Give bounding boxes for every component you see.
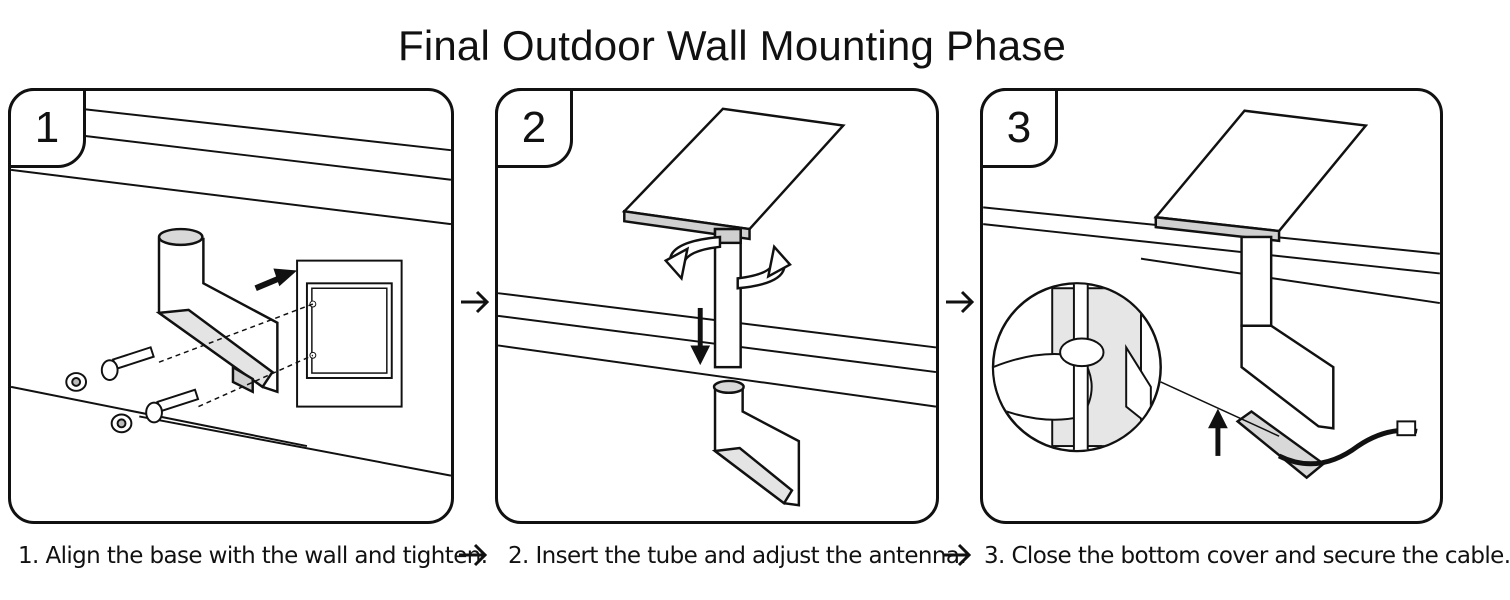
step-3-caption: 3. Close the bottom cover and secure the… bbox=[984, 543, 1510, 569]
step-3-number-badge: 3 bbox=[980, 88, 1058, 168]
arrow-right-icon bbox=[946, 290, 975, 314]
caption-arrow-icon bbox=[459, 543, 488, 567]
step-3-illustration bbox=[983, 109, 1440, 480]
caption-arrow-icon bbox=[943, 543, 972, 567]
mounted-base bbox=[1240, 235, 1335, 430]
mount-base bbox=[155, 227, 279, 394]
rotation-arrows bbox=[663, 235, 792, 290]
step-1-caption: 1. Align the base with the wall and tigh… bbox=[18, 543, 488, 569]
step-2-number-badge: 2 bbox=[495, 88, 573, 168]
wall-plate bbox=[296, 259, 403, 408]
step-2-caption: 2. Insert the tube and adjust the antenn… bbox=[508, 543, 967, 569]
step-2-panel: 2 bbox=[495, 88, 939, 524]
step-1-panel: 1 bbox=[8, 88, 454, 524]
step-1-number-badge: 1 bbox=[8, 88, 86, 168]
antenna-panel bbox=[621, 107, 846, 241]
step-3-panel: 3 bbox=[980, 88, 1443, 524]
screws bbox=[65, 346, 200, 434]
mount-base bbox=[711, 379, 801, 507]
antenna-tube bbox=[713, 227, 742, 369]
diagram-title: Final Outdoor Wall Mounting Phase bbox=[397, 22, 1067, 69]
step-2-illustration bbox=[497, 107, 937, 507]
antenna-panel bbox=[1153, 109, 1369, 243]
arrow-right-icon bbox=[461, 290, 490, 314]
step-1-illustration bbox=[10, 107, 452, 477]
detail-inset bbox=[991, 282, 1280, 453]
